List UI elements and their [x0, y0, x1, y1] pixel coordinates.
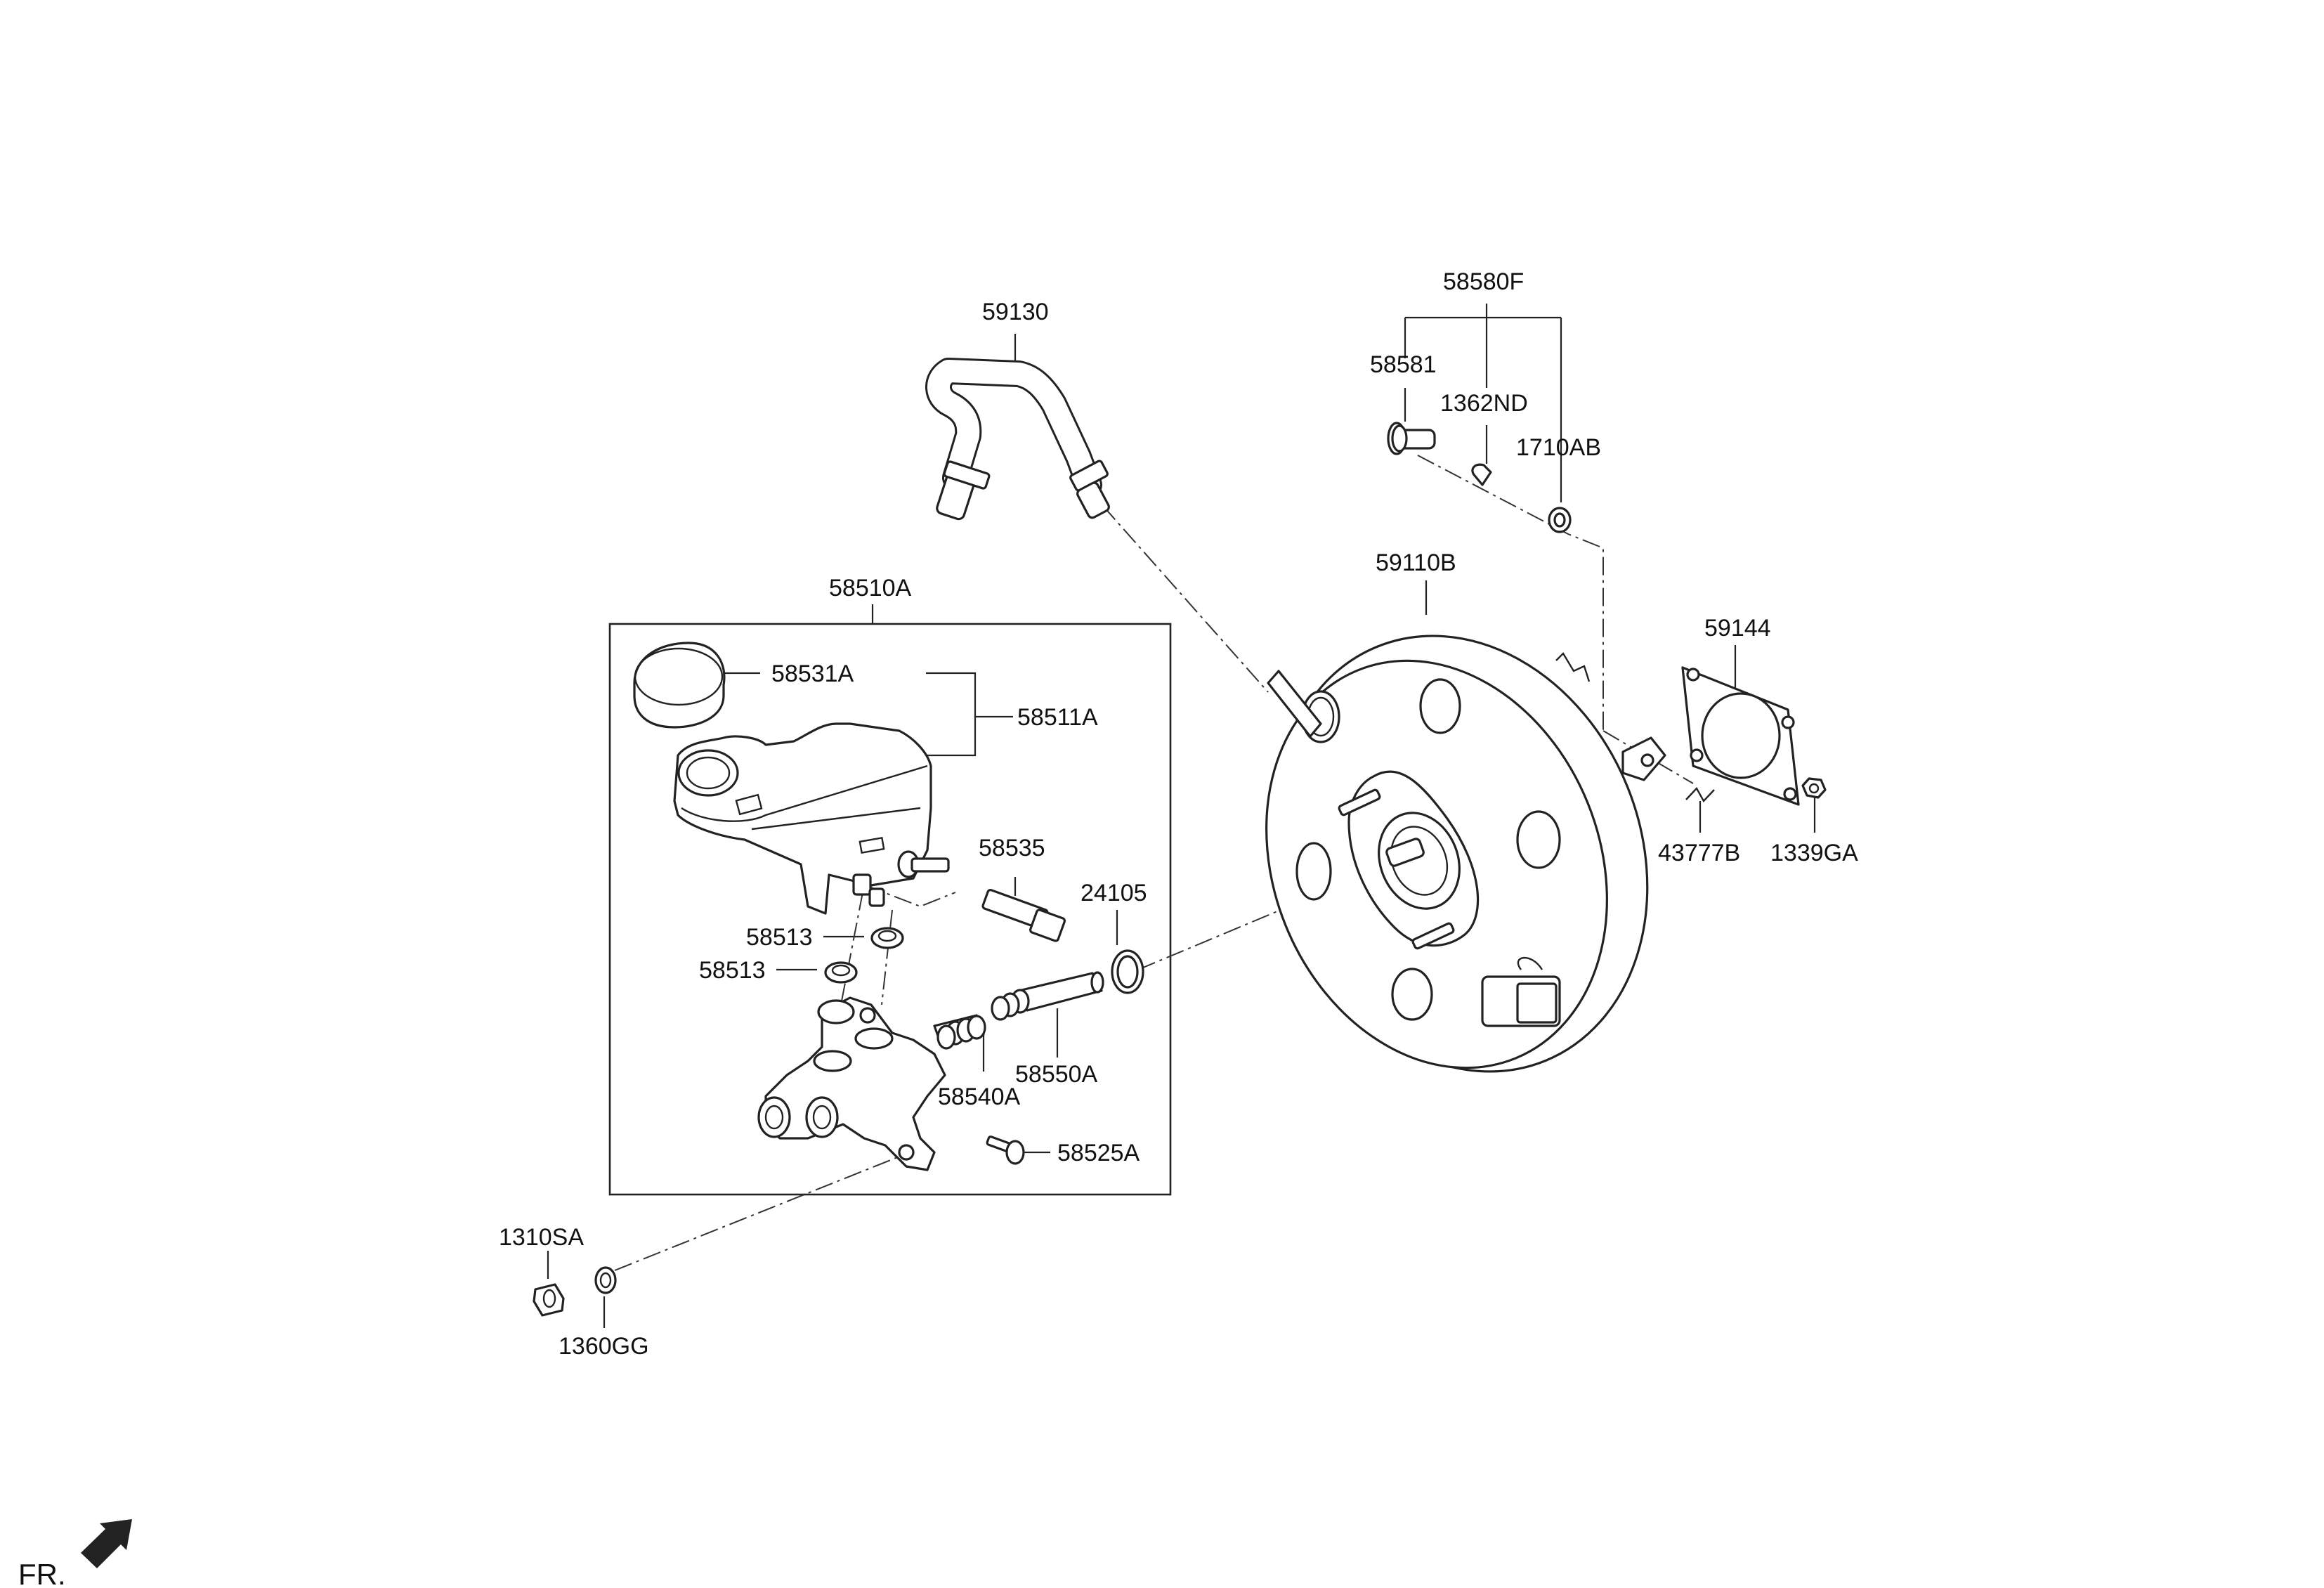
label-1710AB: 1710AB — [1516, 434, 1601, 461]
label-58540A: 58540A — [938, 1083, 1021, 1110]
label-58513-lower: 58513 — [699, 957, 766, 984]
hex-nut — [533, 1283, 565, 1317]
grommet-upper — [870, 927, 904, 949]
secondary-piston — [933, 1014, 986, 1050]
fluid-level-sensor — [981, 888, 1066, 942]
label-58510A: 58510A — [829, 575, 912, 601]
primary-piston — [991, 971, 1104, 1021]
leader-lines — [547, 304, 1816, 1328]
washer — [594, 1266, 617, 1294]
label-43777B: 43777B — [1658, 840, 1740, 866]
master-cylinder-body — [757, 996, 946, 1171]
reservoir-cap — [633, 642, 726, 729]
label-58550A: 58550A — [1015, 1061, 1098, 1088]
label-24105: 24105 — [1081, 880, 1147, 906]
part-labels: 59130 58580F 58581 1362ND 1710AB 59110B … — [18, 268, 1858, 1588]
snap-pin — [1471, 463, 1492, 486]
hex-nut-small — [1801, 777, 1827, 799]
stopper-bolt — [986, 1135, 1025, 1165]
booster-gasket — [1681, 666, 1800, 806]
vacuum-hose — [925, 358, 1110, 521]
clevis-pin — [1387, 422, 1436, 455]
label-58525A: 58525A — [1057, 1140, 1140, 1166]
forward-direction-arrow — [81, 1519, 132, 1568]
washer-ring — [1548, 507, 1572, 533]
label-58511A: 58511A — [1017, 704, 1098, 731]
label-58513-upper: 58513 — [746, 924, 813, 951]
label-59130: 59130 — [982, 299, 1049, 325]
label-59110B: 59110B — [1376, 549, 1456, 576]
master-cylinder-assembly-box — [608, 623, 1172, 1196]
label-58535: 58535 — [979, 835, 1045, 861]
o-ring — [1111, 949, 1144, 994]
fluid-reservoir — [673, 722, 950, 915]
label-1339GA: 1339GA — [1770, 840, 1858, 866]
label-1360GG: 1360GG — [559, 1333, 649, 1360]
label-58580F: 58580F — [1443, 268, 1524, 295]
direction-marker-label: FR. — [18, 1558, 66, 1588]
assembly-centerlines — [614, 455, 1694, 1271]
label-59144: 59144 — [1704, 615, 1771, 642]
label-1310SA: 1310SA — [499, 1224, 584, 1251]
grommet-lower — [824, 961, 858, 984]
label-58531A: 58531A — [771, 660, 854, 687]
brake-booster — [1265, 634, 1666, 1073]
label-1362ND: 1362ND — [1440, 390, 1528, 417]
label-58581: 58581 — [1370, 351, 1437, 378]
retaining-clip — [1685, 786, 1715, 803]
